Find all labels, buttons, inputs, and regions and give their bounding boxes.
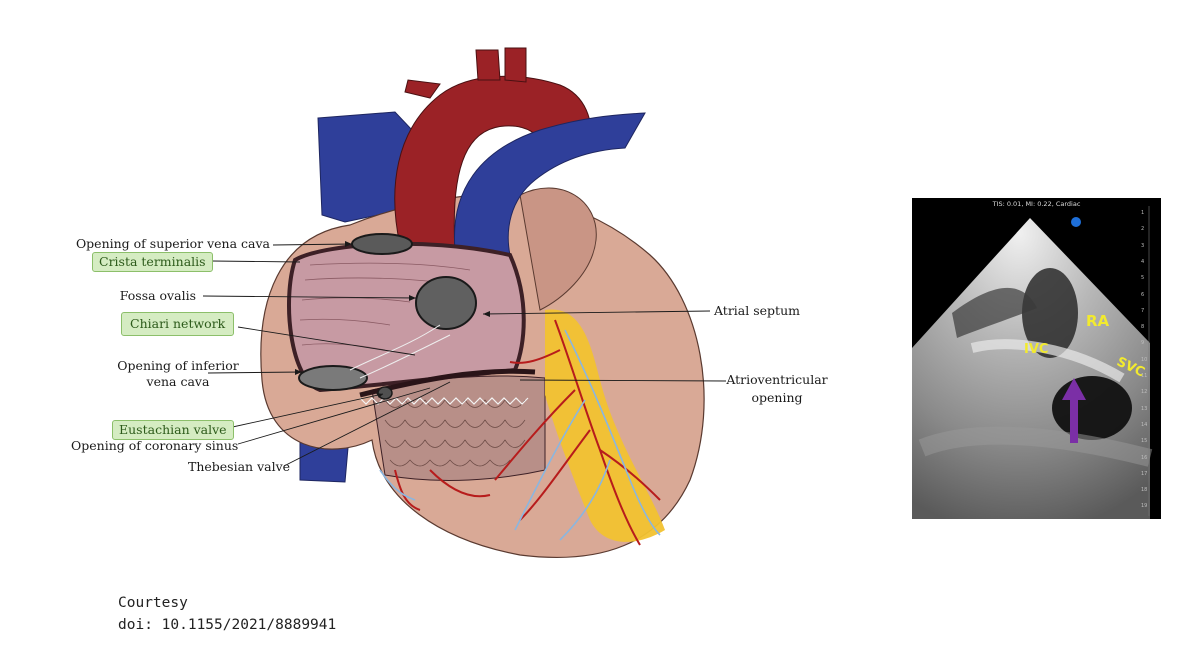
label-crista-terminalis: Crista terminalis (92, 252, 213, 272)
echo-label-ra: RA (1086, 312, 1109, 330)
echo-depth-tick: 5 (1141, 275, 1144, 281)
echo-orientation-marker (1071, 217, 1081, 227)
echo-depth-tick: 17 (1141, 471, 1147, 477)
echo-depth-tick: 6 (1141, 292, 1144, 298)
label-svc-opening: Opening of superior vena cava (40, 236, 270, 252)
coronary-sinus-opening (378, 387, 392, 399)
aortic-branch-1 (476, 50, 500, 80)
svc-opening (352, 234, 412, 254)
echo-depth-tick: 10 (1141, 357, 1147, 363)
aortic-branch-2 (505, 48, 526, 82)
label-chiari-network: Chiari network (121, 312, 234, 336)
courtesy-citation: Courtesy doi: 10.1155/2021/8889941 (118, 592, 336, 636)
echo-depth-tick: 19 (1141, 503, 1147, 509)
ivc-opening (299, 366, 367, 390)
echo-depth-tick: 13 (1141, 406, 1147, 412)
echo-depth-tick: 9 (1141, 340, 1144, 346)
echo-depth-tick: 1 (1141, 210, 1144, 216)
echo-dark-chamber-2 (1052, 376, 1132, 440)
echo-depth-tick: 3 (1141, 243, 1144, 249)
echo-depth-tick: 2 (1141, 226, 1144, 232)
echo-depth-tick: 8 (1141, 324, 1144, 330)
echo-header-text: TIS: 0.01, MI: 0.22, Cardiac (912, 200, 1161, 208)
courtesy-line: Courtesy (118, 592, 336, 614)
echo-depth-tick: 15 (1141, 438, 1147, 444)
label-av-opening-line2: opening (722, 390, 832, 406)
label-ivc-opening-line1: Opening of inferior (108, 358, 248, 374)
label-thebesian-valve: Thebesian valve (188, 459, 290, 475)
echo-depth-tick: 7 (1141, 308, 1144, 314)
fossa-ovalis (416, 277, 476, 329)
echo-depth-tick: 16 (1141, 455, 1147, 461)
ventricle-trabeculae (372, 376, 545, 481)
echo-depth-tick: 12 (1141, 389, 1147, 395)
label-eustachian-valve: Eustachian valve (112, 420, 234, 440)
label-coronary-sinus-opening: Opening of coronary sinus (71, 438, 238, 454)
echo-depth-tick: 4 (1141, 259, 1144, 265)
label-av-opening-line1: Atrioventricular (722, 372, 832, 388)
doi-line: doi: 10.1155/2021/8889941 (118, 614, 336, 636)
aortic-branch-3 (405, 80, 440, 98)
echo-depth-tick: 18 (1141, 487, 1147, 493)
label-fossa-ovalis: Fossa ovalis (60, 288, 196, 304)
echo-depth-tick: 11 (1141, 373, 1147, 379)
label-atrial-septum: Atrial septum (714, 303, 800, 319)
echo-label-ivc: IVC (1024, 342, 1048, 357)
echo-depth-tick: 14 (1141, 422, 1147, 428)
echocardiogram-image: TIS: 0.01, MI: 0.22, Cardiac RA IVC SVC … (912, 198, 1161, 519)
label-ivc-opening-line2: vena cava (108, 374, 248, 390)
